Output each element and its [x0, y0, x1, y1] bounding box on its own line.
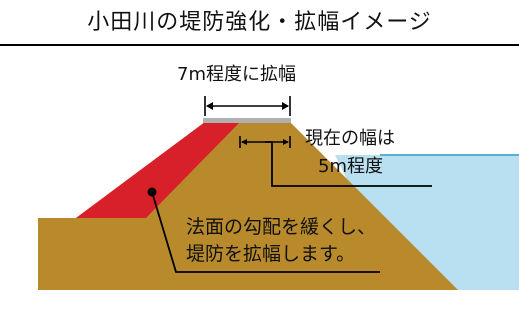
dimension-7m-arrow-right	[282, 102, 289, 110]
slope-note-line1: 法面の勾配を緩くし、	[186, 216, 377, 238]
slope-note-line2: 堤防を拡幅します。	[186, 243, 356, 265]
current-width-leader	[265, 141, 432, 187]
dimension-7m-arrow-left	[206, 102, 213, 110]
diagram-title: 小田川の堤防強化・拡幅イメージ	[87, 10, 432, 35]
existing-levee	[38, 122, 458, 290]
current-width-value-label: 5m程度	[318, 156, 383, 177]
added-levee-section	[76, 122, 240, 218]
levee-crest	[203, 118, 291, 123]
dimension-5m-arrow-right	[283, 139, 289, 145]
title-divider	[0, 44, 519, 46]
river-water	[335, 155, 519, 290]
widen-to-7m-label: 7m程度に拡幅	[177, 64, 296, 85]
slope-leader	[151, 191, 380, 273]
dimension-5m-arrow-left	[241, 139, 247, 145]
current-width-label: 現在の幅は	[305, 128, 395, 149]
